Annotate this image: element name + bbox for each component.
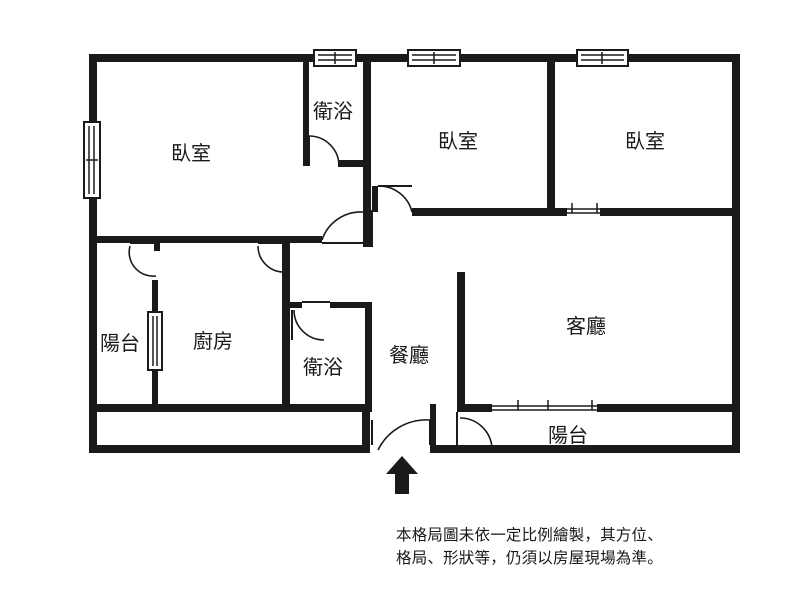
door-bedroom-2 xyxy=(377,185,413,213)
window-bedroom-2-top xyxy=(407,49,461,67)
sliding-doors xyxy=(492,203,600,411)
room-label-bedroom-2: 臥室 xyxy=(438,129,478,153)
room-label-balcony-1: 陽台 xyxy=(100,331,140,355)
door-bedroom-1 xyxy=(321,211,364,244)
room-label-dining-room: 餐廳 xyxy=(389,343,429,367)
door-bathroom-2 xyxy=(291,301,330,341)
disclaimer-note: 本格局圖未依一定比例繪製，其方位、 格局、形狀等，仍須以房屋現場為準。 xyxy=(396,524,791,570)
room-label-bedroom-1: 臥室 xyxy=(171,141,211,165)
door-entrance xyxy=(371,419,431,451)
door-balcony-1 xyxy=(128,242,157,277)
windows xyxy=(83,49,629,371)
up-arrow-icon xyxy=(386,456,418,494)
window-balcony-kitchen xyxy=(147,311,163,371)
door-bathroom-1 xyxy=(308,135,340,167)
window-bedroom-3-top xyxy=(576,49,629,67)
disclaimer-line-2: 格局、形狀等，仍須以房屋現場為準。 xyxy=(396,549,663,567)
room-label-kitchen: 廚房 xyxy=(193,329,233,353)
sliding-door-living-balcony xyxy=(492,400,597,411)
walls xyxy=(89,54,740,453)
room-label-bathroom-1: 衛浴 xyxy=(313,99,353,123)
sliding-door-bedroom-3 xyxy=(567,203,600,214)
disclaimer-line-1: 本格局圖未依一定比例繪製，其方位、 xyxy=(396,526,663,544)
door-living-balcony-swing xyxy=(456,412,493,449)
room-label-bedroom-3: 臥室 xyxy=(625,129,665,153)
door-kitchen xyxy=(257,242,285,273)
room-label-living-room: 客廳 xyxy=(566,314,606,338)
swing-doors xyxy=(128,135,493,451)
window-bedroom-1-left xyxy=(83,121,101,199)
room-label-bathroom-2: 衛浴 xyxy=(303,355,343,379)
room-label-balcony-2: 陽台 xyxy=(548,423,588,447)
window-bathroom-1-top xyxy=(313,49,357,67)
